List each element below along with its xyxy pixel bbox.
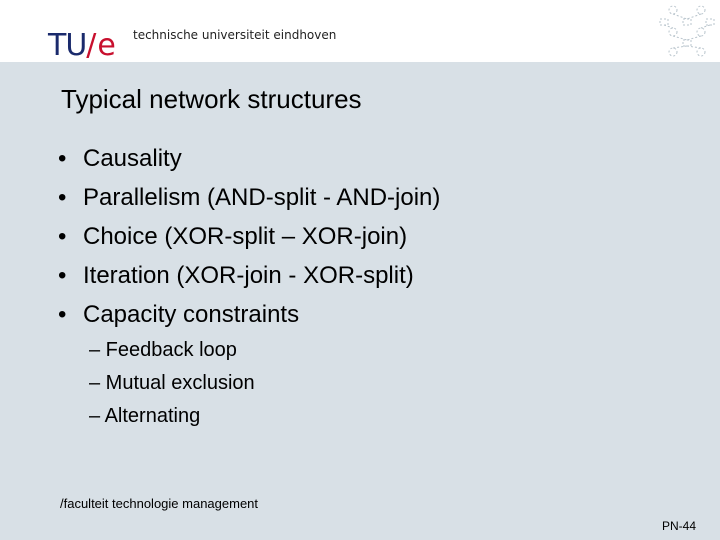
bullet-item: • Causality: [58, 139, 440, 178]
subbullet-list: – Feedback loop – Mutual exclusion – Alt…: [89, 336, 255, 435]
bullet-item: • Iteration (XOR-join - XOR-split): [58, 256, 440, 295]
bullet-dot: •: [58, 262, 67, 289]
slide-title: Typical network structures: [61, 84, 362, 114]
bullet-text: Causality: [83, 145, 182, 172]
bullet-item: • Capacity constraints: [58, 295, 440, 334]
bullet-item: • Choice (XOR-split – XOR-join): [58, 217, 440, 256]
footer-department: /faculteit technologie management: [60, 496, 259, 511]
subbullet-item: – Alternating: [89, 405, 201, 427]
bullet-dot: •: [58, 145, 67, 172]
logo-tu: TU: [48, 28, 87, 63]
university-name: technische universiteit eindhoven: [133, 28, 337, 42]
bullet-dot: •: [58, 223, 67, 250]
bullet-text: Parallelism (AND-split - AND-join): [83, 184, 441, 211]
page-number: PN-44: [661, 519, 696, 533]
bullet-dot: •: [58, 301, 67, 328]
slide-header: TU/e technische universiteit eindhoven: [0, 0, 720, 63]
petri-net-icon: [659, 5, 715, 57]
subbullet-item: – Feedback loop: [89, 339, 237, 361]
subbullet-item: – Mutual exclusion: [89, 372, 255, 394]
tue-logo: TU/e: [48, 28, 116, 63]
bullet-text: Capacity constraints: [83, 301, 300, 328]
bullet-dot: •: [58, 184, 67, 211]
bullet-text: Iteration (XOR-join - XOR-split): [83, 262, 414, 289]
logo-slash: /: [86, 28, 96, 63]
bullet-text: Choice (XOR-split – XOR-join): [83, 223, 408, 250]
slide-content: Typical network structures • Causality • P…: [0, 62, 720, 540]
bullet-list: • Causality • Parallelism (AND-split - AND…: [58, 139, 440, 334]
bullet-item: • Parallelism (AND-split - AND-join): [58, 178, 440, 217]
logo-e: e: [97, 28, 115, 63]
